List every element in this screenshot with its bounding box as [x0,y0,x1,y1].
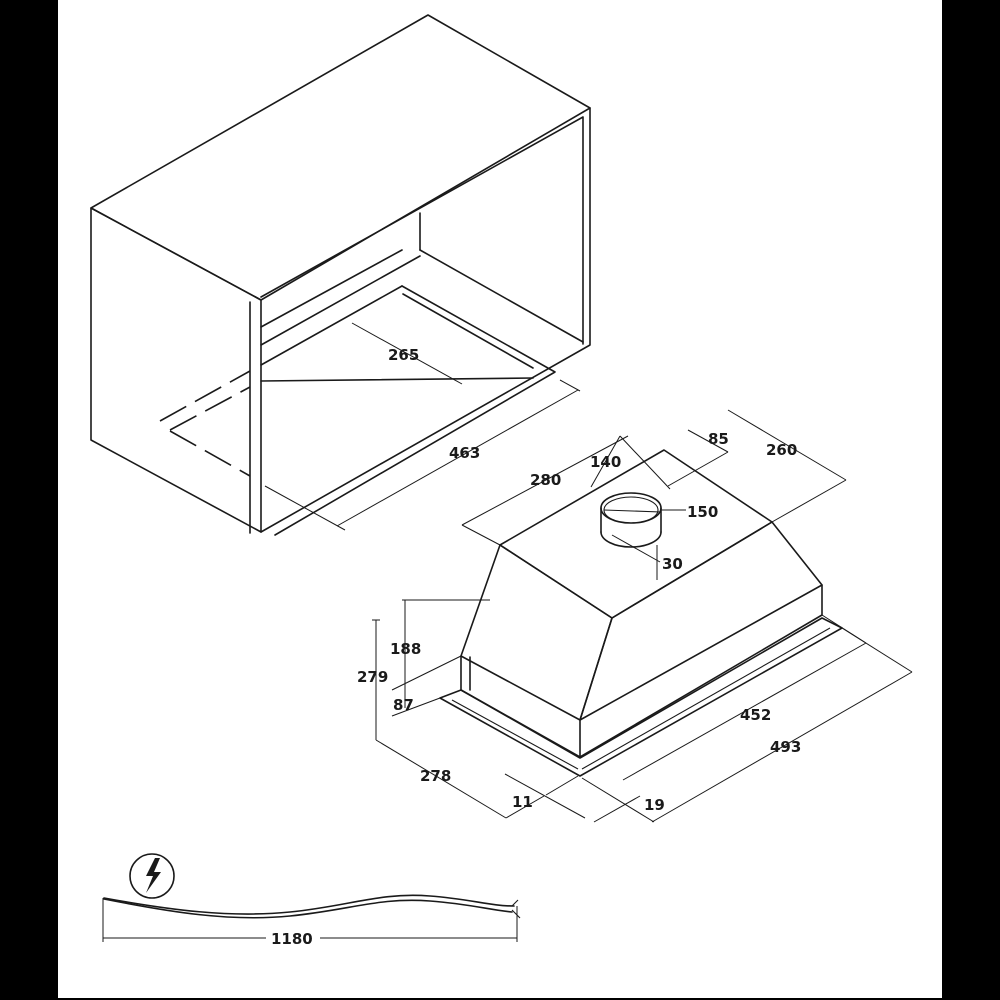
shelf-line-2 [260,255,421,346]
drawing-sheet [58,0,942,998]
dimension-463 [264,379,581,531]
dim-1180-label: 1180 [271,930,313,948]
power-cable [103,894,521,919]
dim-265-label: 265 [388,346,419,364]
dim-188-label: 188 [390,640,421,658]
hidden-line-3 [169,430,251,477]
lightning-bolt-icon [129,853,175,899]
cutout-edge [274,285,556,536]
dimension-188 [402,599,490,708]
flange-line-1 [451,699,579,770]
dim-150-label: 150 [687,503,718,521]
dim-280-label: 280 [530,471,561,489]
cutout-inner [402,293,534,369]
dimension-279 [372,619,380,740]
hood-base-side [579,584,823,758]
dimension-265 [351,322,463,385]
cable-strand-2 [511,909,521,919]
cable-bottom [103,898,513,919]
dimension-452 [622,614,867,781]
shelf-line-1 [260,249,403,328]
cabinet-back-bottom [419,249,584,343]
duct-collar-diameter [603,509,662,513]
cabinet-front-inner [260,116,584,345]
dimension-140 [590,435,671,490]
cutout-front [260,377,534,382]
dimension-30 [611,534,661,580]
hidden-line-2 [169,386,251,431]
dimension-19 [581,777,655,823]
hood-base-front [460,655,581,758]
hood-flange [439,617,843,777]
dimension-280 [461,435,629,546]
hood-left-slope [460,544,613,721]
dim-19-label: 19 [644,796,665,814]
electric-symbol [129,853,175,899]
cabinet-front-right [260,107,591,533]
dimension-278 [375,739,545,819]
dimension-87 [391,655,462,717]
cutout-back [260,285,403,366]
dim-30-label: 30 [662,555,683,573]
hood-right-slope [579,521,823,721]
dim-11-label: 11 [512,793,533,811]
dim-85-label: 85 [708,430,729,448]
dim-279-label: 279 [357,668,388,686]
dimension-493 [651,627,913,823]
lightning-bolt-shape [146,858,161,893]
dim-260-label: 260 [766,441,797,459]
dim-452-label: 452 [740,706,771,724]
cabinet-side [90,207,262,533]
dimension-85 [667,429,729,487]
dim-463-label: 463 [449,444,480,462]
cable-top [103,894,515,915]
hood-unit [439,449,843,777]
dimension-11 [504,773,586,819]
wall-cabinet [90,14,591,536]
duct-collar-bottom [600,531,662,548]
dimension-260 [727,409,847,523]
hidden-line-1 [159,370,251,422]
flange-line-2 [581,627,831,770]
cabinet-top [90,14,591,301]
dim-493-label: 493 [770,738,801,756]
dim-278-label: 278 [420,767,451,785]
dim-140-label: 140 [590,453,621,471]
dimension-1180 [102,898,518,942]
dim-87-label: 87 [393,696,414,714]
cable-strand-1 [511,899,519,907]
